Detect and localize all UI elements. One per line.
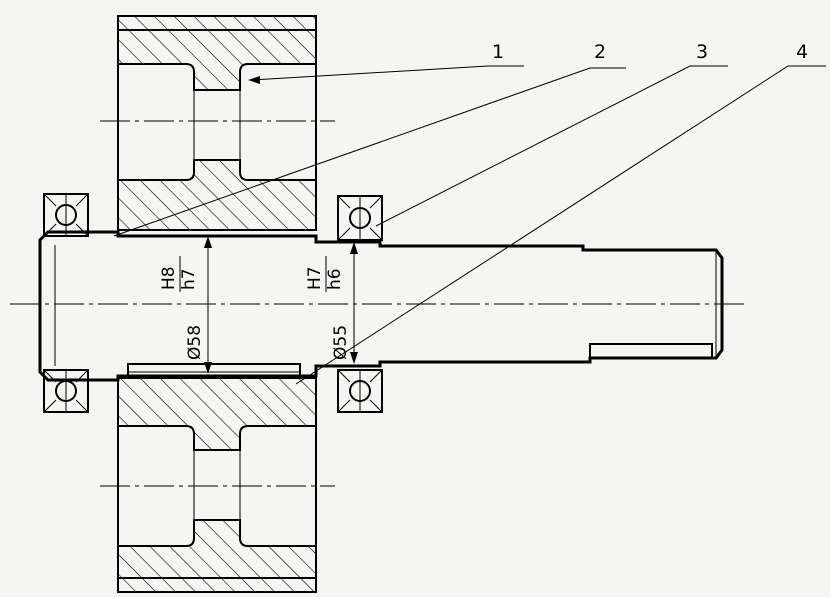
callout-3: 3 (696, 41, 708, 63)
diameter-left: Ø58 (185, 325, 205, 360)
fit-left-denominator: h7 (179, 268, 199, 290)
fit-right-denominator: h6 (325, 268, 345, 290)
leader-lines (113, 65, 826, 385)
shaft (38, 230, 724, 382)
bearing-right-bottom (337, 369, 383, 413)
bearing-right-top (337, 195, 383, 241)
dimension-line-55 (350, 242, 358, 364)
fit-right-numerator: H7 (305, 266, 325, 290)
callout-1: 1 (492, 41, 504, 63)
gear-upper-section (100, 15, 335, 231)
callout-4: 4 (796, 41, 808, 63)
callout-2: 2 (594, 41, 606, 63)
dimension-line-58 (204, 236, 212, 374)
fit-left: H8 h7 (159, 256, 199, 292)
gear-lower-section (100, 377, 335, 593)
fit-right: H7 h6 (305, 256, 345, 292)
bearing-left-bottom (43, 369, 89, 413)
bearing-left-top (43, 193, 89, 237)
fit-left-numerator: H8 (159, 266, 179, 290)
